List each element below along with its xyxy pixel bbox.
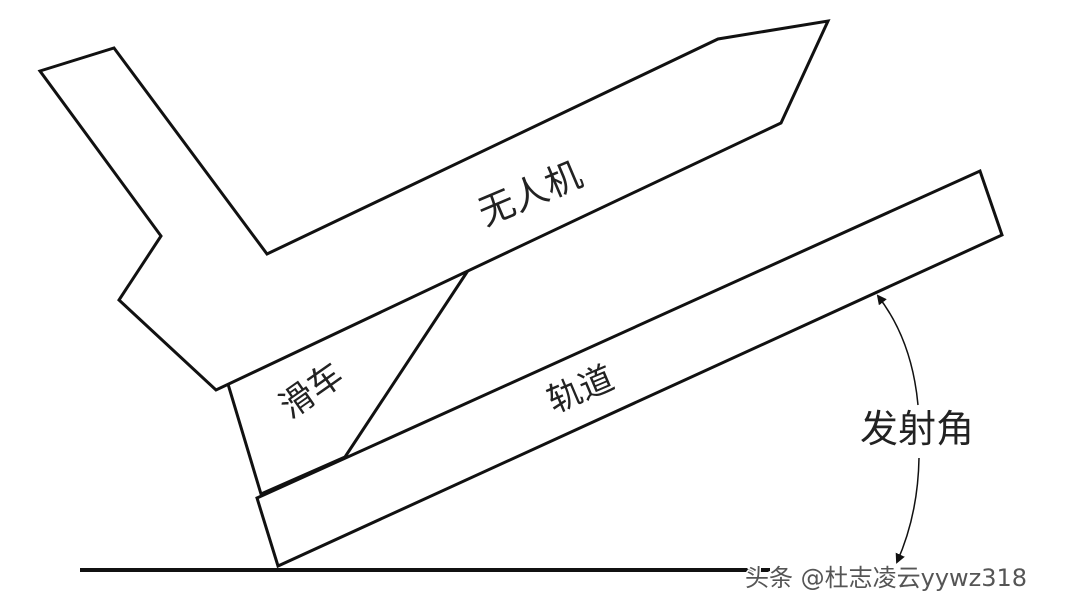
uav-shape <box>37 19 831 392</box>
rail-shape <box>255 168 1004 569</box>
watermark: 头条 @杜志凌云yywz318 <box>745 564 1027 592</box>
launch-angle-arc-upper <box>876 294 919 406</box>
launch-angle-arc-lower <box>895 457 920 564</box>
launch-angle-label: 发射角 <box>860 407 974 451</box>
